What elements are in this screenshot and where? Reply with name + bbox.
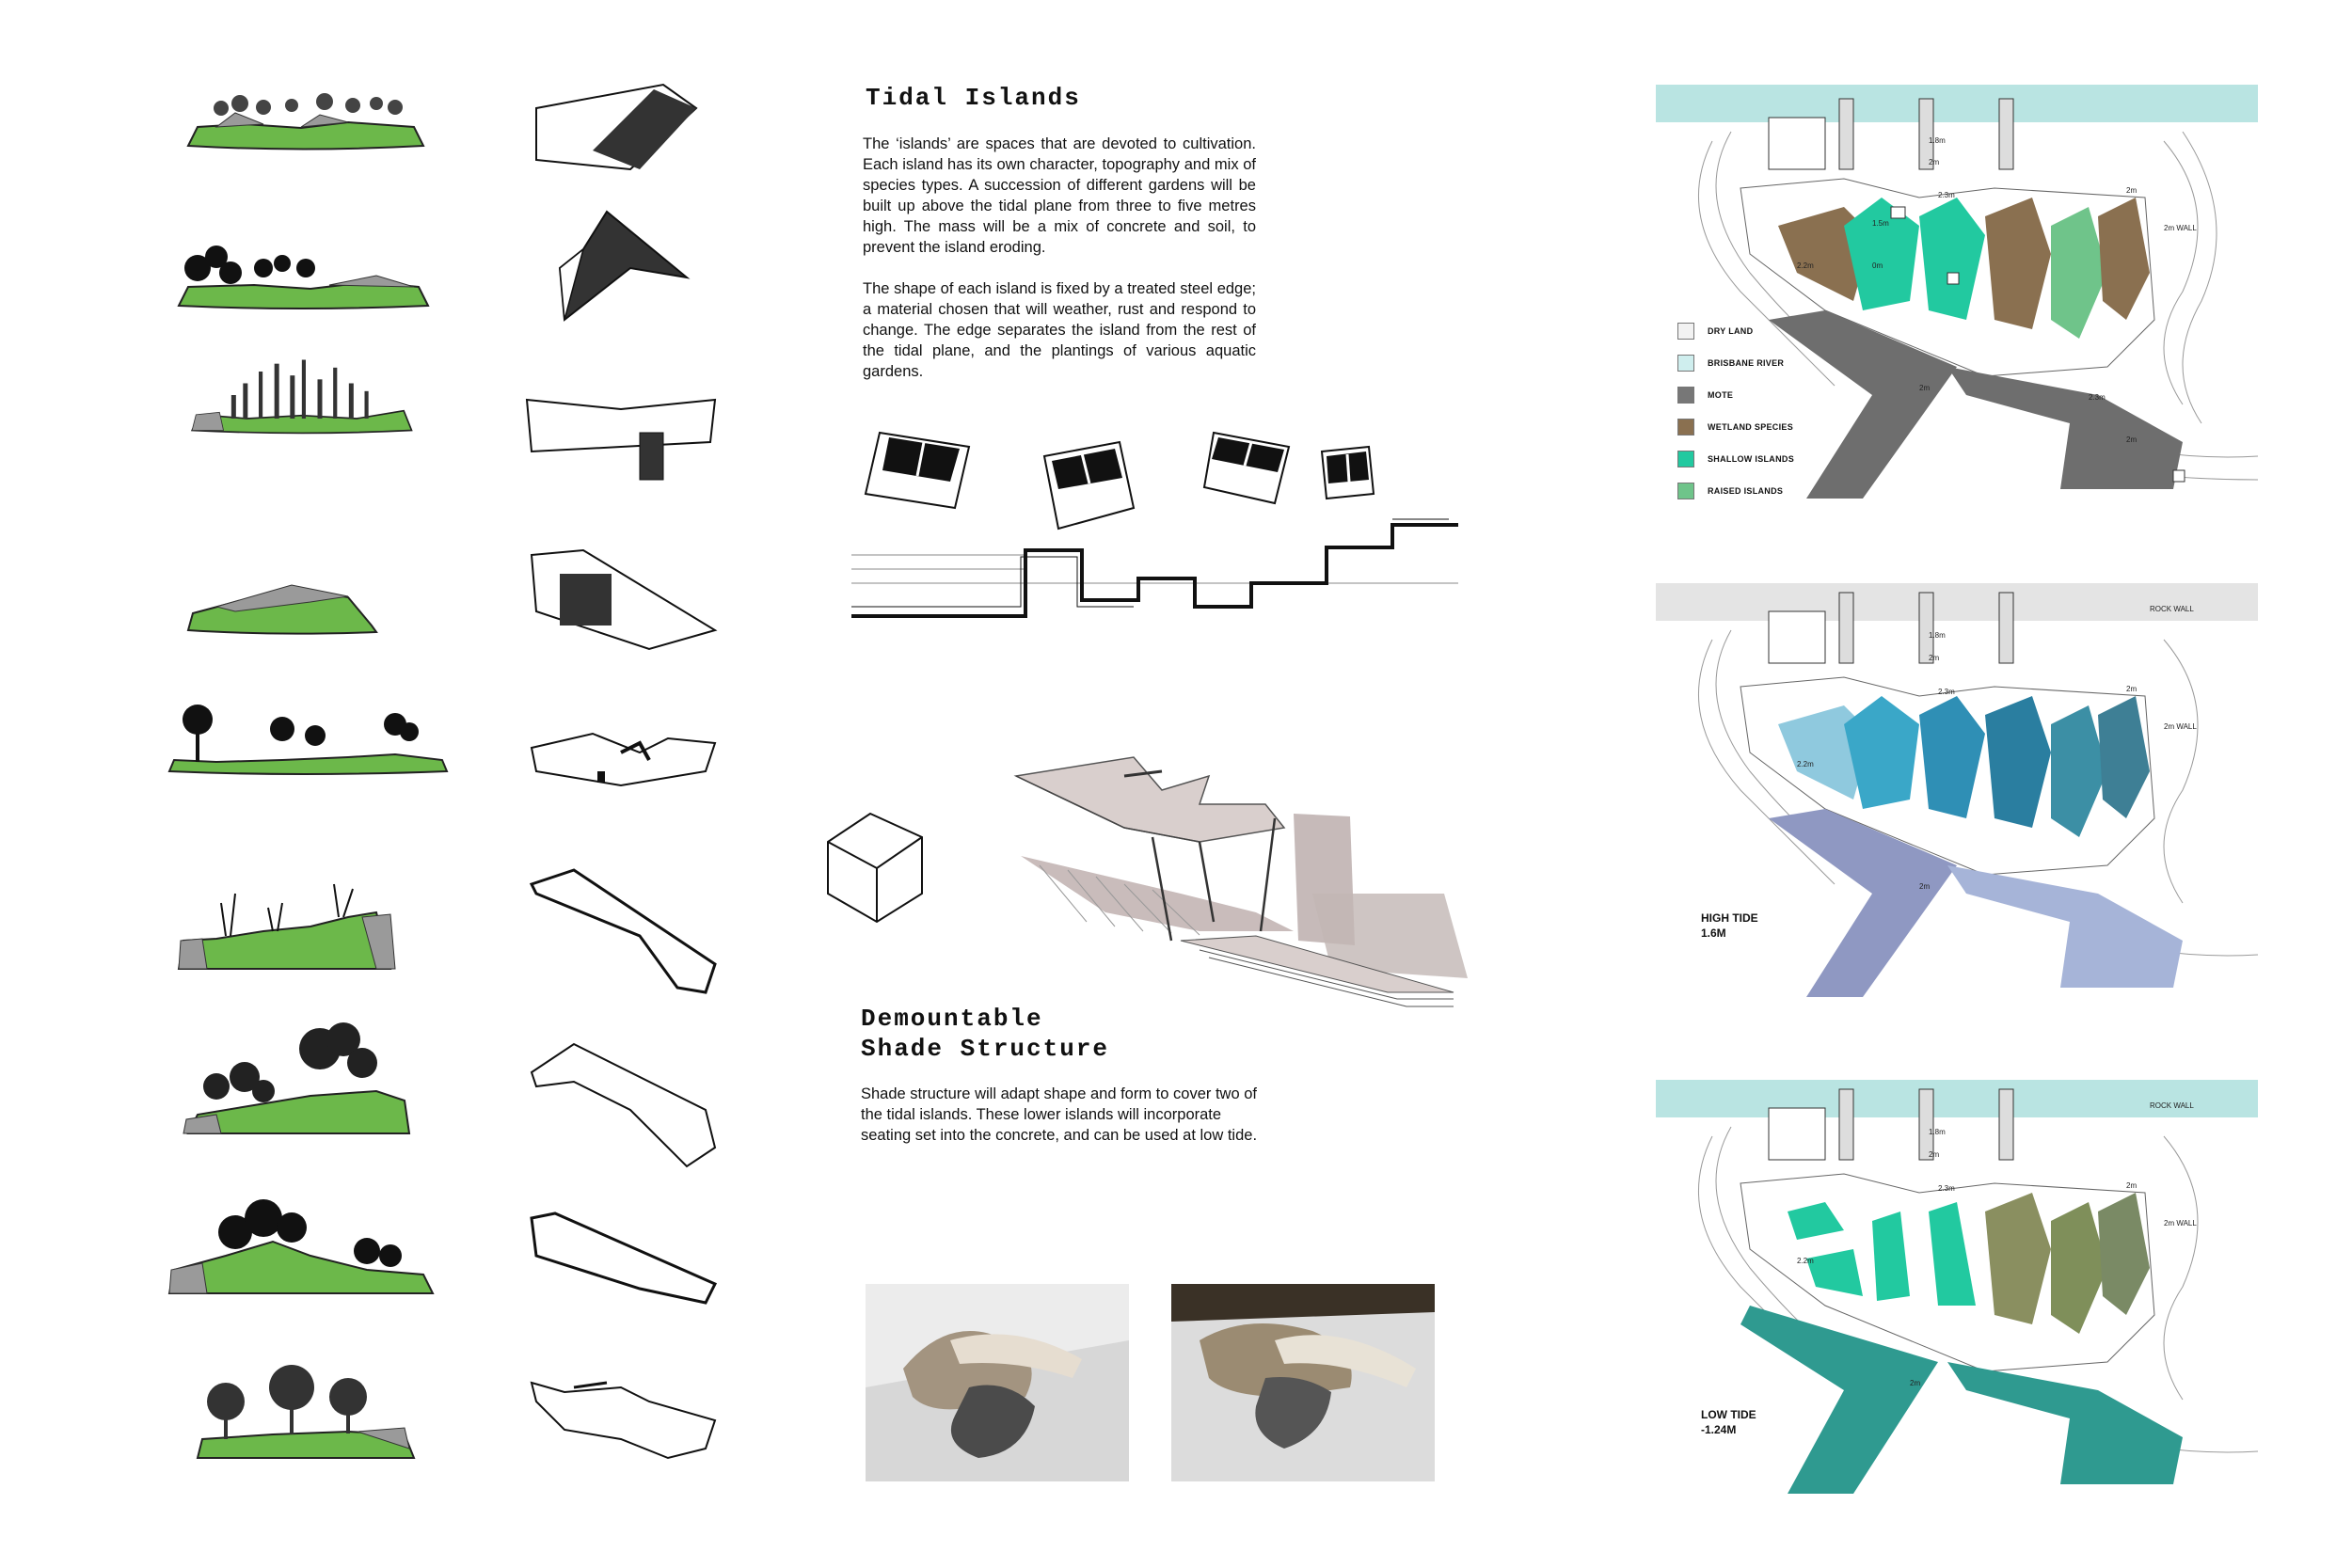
- model-photo-2: [1171, 1284, 1435, 1481]
- map-level-label: 2m: [1929, 654, 1939, 662]
- legend-swatch: [1677, 451, 1694, 467]
- island-section-9: [196, 1365, 416, 1459]
- map-level-label: 2m: [1919, 384, 1930, 392]
- low-tide-label: LOW TIDE -1.24M: [1701, 1407, 1756, 1437]
- high-tide-line-2: 1.6M: [1701, 927, 1726, 940]
- legend-label: MOTE: [1708, 390, 1734, 400]
- island-section-6: [177, 883, 396, 970]
- plan-outline-5: [530, 732, 717, 787]
- tidal-islands-title: Tidal Islands: [866, 84, 1081, 112]
- legend-label: DRY LAND: [1708, 326, 1754, 336]
- legend-swatch: [1677, 387, 1694, 404]
- map-level-label: 2m: [2126, 436, 2137, 444]
- low-tide-line-2: -1.24M: [1701, 1423, 1737, 1436]
- plan-outline-4: [530, 548, 718, 651]
- legend-swatch: [1677, 323, 1694, 340]
- shade-structure-sketch: [1013, 756, 1468, 1007]
- high-tide-map: ROCK WALL 1.8m 2m 2.3m 2m 2.2m 2m 2m WAL…: [1656, 583, 2258, 997]
- low-tide-map: ROCK WALL 1.8m 2m 2.3m 2m 2.2m 2m 2m WAL…: [1656, 1080, 2258, 1494]
- legend-swatch: [1677, 483, 1694, 499]
- legend-label: BRISBANE RIVER: [1708, 358, 1785, 368]
- plan-outline-2: [558, 210, 691, 322]
- legend-item-dry-land: DRY LAND: [1677, 315, 1794, 347]
- legend-swatch: [1677, 355, 1694, 372]
- map-level-label: 2m: [2126, 1181, 2137, 1190]
- island-section-4: [186, 584, 378, 635]
- shade-structure-description: Shade structure will adapt shape and for…: [861, 1085, 1258, 1144]
- legend-swatch: [1677, 419, 1694, 436]
- low-tide-line-1: LOW TIDE: [1701, 1408, 1756, 1421]
- map-level-label: 1.5m: [1872, 219, 1889, 228]
- map-level-label: 2m: [2126, 186, 2137, 195]
- model-photo-1: [866, 1284, 1129, 1481]
- legend-item-brisbane-river: BRISBANE RIVER: [1677, 347, 1794, 379]
- plan-outline-7: [530, 1042, 717, 1168]
- map-wall-label: 2m WALL: [2164, 1219, 2197, 1227]
- legend-label: SHALLOW ISLANDS: [1708, 454, 1794, 464]
- map-level-label: 2m: [1929, 158, 1939, 166]
- floating-block-4: [1320, 445, 1375, 500]
- map-level-label: 2m: [1929, 1150, 1939, 1159]
- island-section-2: [177, 245, 430, 309]
- legend-item-mote: MOTE: [1677, 379, 1794, 411]
- tidal-islands-paragraph-2: The shape of each island is fixed by a t…: [863, 280, 1256, 380]
- map-level-label: 1.8m: [1929, 1128, 1946, 1136]
- map-level-label: 2m: [1919, 882, 1930, 891]
- shade-structure-title-2: Shade Structure: [861, 1035, 1110, 1063]
- map-rock-wall-label: ROCK WALL: [2150, 605, 2194, 613]
- island-section-8: [167, 1199, 435, 1294]
- cube-sketch: [827, 812, 923, 924]
- plan-outline-3: [525, 398, 717, 481]
- site-plan-map: 1.8m 2m 2.3m 2m 2.2m 0m 1.5m 2m 2.3m 2m …: [1656, 85, 2258, 499]
- map-wall-label: 2m WALL: [2164, 224, 2197, 232]
- island-section-1: [186, 93, 425, 150]
- map-rock-wall-label: ROCK WALL: [2150, 1101, 2194, 1110]
- high-tide-line-1: HIGH TIDE: [1701, 911, 1758, 925]
- legend-item-shallow: SHALLOW ISLANDS: [1677, 443, 1794, 475]
- map-level-label: 2m: [1910, 1379, 1920, 1387]
- map-level-label: 2.3m: [1938, 191, 1955, 199]
- map-level-label: 2.2m: [1797, 760, 1814, 768]
- map-level-label: 2m: [2126, 685, 2137, 693]
- map-level-label: 2.3m: [2089, 393, 2106, 402]
- legend-item-wetland: WETLAND SPECIES: [1677, 411, 1794, 443]
- legend-label: WETLAND SPECIES: [1708, 422, 1794, 432]
- map-level-label: 2.3m: [1938, 1184, 1955, 1193]
- plan-outline-8: [530, 1212, 718, 1305]
- floating-block-3: [1202, 431, 1291, 505]
- plan-outline-1: [535, 83, 698, 171]
- map-wall-label: 2m WALL: [2164, 722, 2197, 731]
- island-section-diagram: [851, 431, 1458, 618]
- plan-outline-9: [530, 1381, 717, 1460]
- legend-label: RAISED ISLANDS: [1708, 486, 1784, 496]
- island-section-5: [167, 705, 449, 775]
- map-level-label: 2.3m: [1938, 688, 1955, 696]
- plan-outline-6: [529, 868, 717, 994]
- map-level-label: 2.2m: [1797, 1257, 1814, 1265]
- map-level-label: 0m: [1872, 261, 1883, 270]
- tidal-islands-paragraph-1: The ‘islands’ are spaces that are devote…: [863, 135, 1256, 256]
- legend-item-raised: RAISED ISLANDS: [1677, 475, 1794, 507]
- shade-structure-title-1: Demountable: [861, 1005, 1043, 1033]
- island-section-7: [183, 1022, 411, 1134]
- map-level-label: 1.8m: [1929, 136, 1946, 145]
- high-tide-label: HIGH TIDE 1.6M: [1701, 911, 1758, 941]
- map-level-label: 1.8m: [1929, 631, 1946, 640]
- island-section-3: [190, 359, 413, 435]
- map-legend: DRY LAND BRISBANE RIVER MOTE WETLAND SPE…: [1677, 315, 1794, 507]
- map-level-label: 2.2m: [1797, 261, 1814, 270]
- floating-block-1: [864, 431, 971, 510]
- floating-block-2: [1042, 440, 1136, 531]
